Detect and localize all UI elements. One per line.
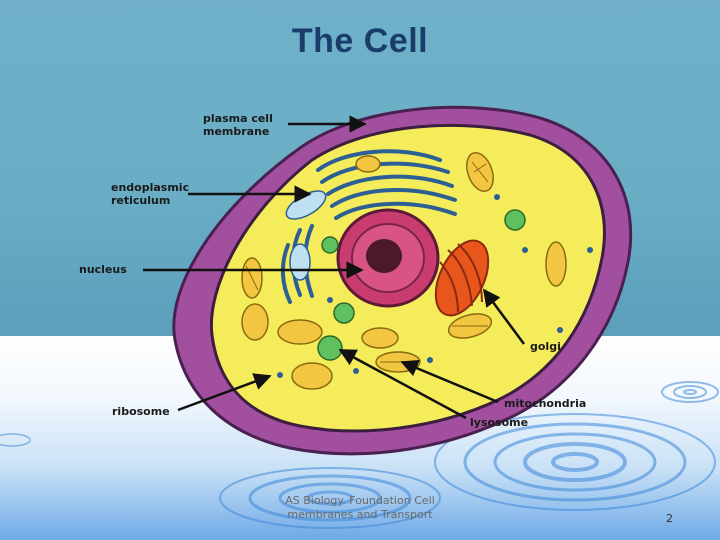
label-mitochondria: mitochondria — [504, 397, 587, 410]
label-plasma-membrane-line2: membrane — [203, 125, 270, 138]
slide-footer: AS Biology. Foundation Cell membranes an… — [240, 494, 480, 522]
label-er-line2: reticulum — [111, 194, 171, 207]
lysosome-shapes — [317, 209, 526, 361]
label-arrows — [143, 115, 526, 420]
label-plasma-membrane: plasma cell membrane — [203, 112, 273, 138]
label-er-line1: endoplasmic — [111, 181, 190, 194]
label-nucleus: nucleus — [79, 263, 127, 276]
nucleolus-shape — [366, 239, 402, 273]
slide-title: The Cell — [291, 22, 429, 60]
label-ribosome: ribosome — [112, 405, 170, 418]
label-endoplasmic-reticulum: endoplasmic reticulum — [111, 181, 189, 207]
page-number: 2 — [666, 512, 673, 525]
label-plasma-membrane-line1: plasma cell — [203, 112, 273, 125]
label-lysosome: lysosome — [470, 416, 529, 429]
vesicle-shapes — [241, 155, 567, 390]
footer-line1: AS Biology. Foundation Cell — [285, 494, 435, 507]
footer-line2: membranes and Transport — [287, 508, 433, 521]
label-golgi: golgi — [530, 340, 561, 353]
golgi-shape — [434, 239, 490, 317]
ribosome-dots — [277, 194, 593, 378]
